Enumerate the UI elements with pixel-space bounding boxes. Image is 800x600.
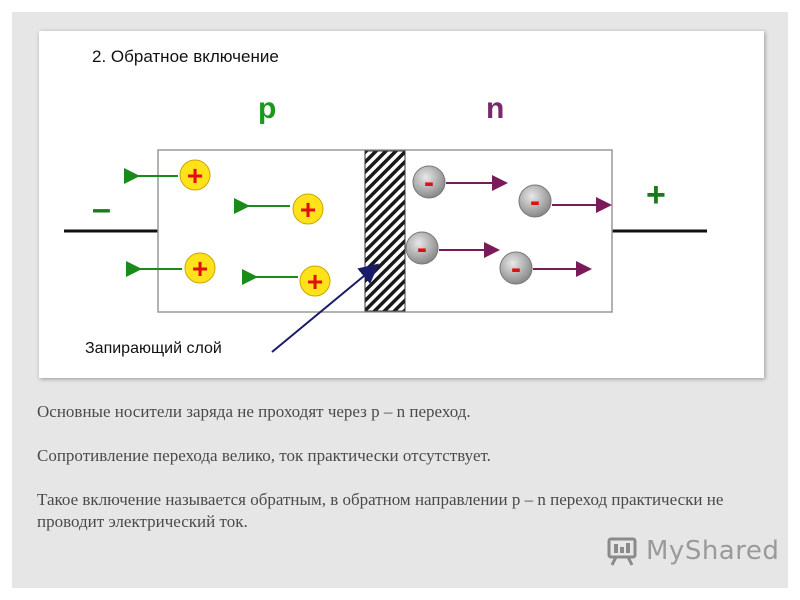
watermark: MyShared (606, 536, 779, 566)
blocking-layer-label: Запирающий слой (85, 340, 222, 357)
explanation-line-1: Основные носители заряда не проходят чер… (37, 402, 471, 421)
hole-carrier (242, 265, 331, 297)
hole-sign: + (300, 194, 316, 225)
electron-carrier (499, 251, 592, 285)
negative-terminal-sign: – (92, 190, 111, 228)
hole-carrier (126, 252, 216, 284)
hole-carrier (124, 159, 211, 191)
electron-sign: - (417, 232, 427, 265)
hole-sign: + (192, 253, 208, 284)
watermark-text: MyShared (646, 536, 780, 566)
depletion-layer (364, 150, 406, 312)
hole-sign: + (187, 160, 203, 191)
explanation-text: Основные носители заряда не проходят чер… (37, 401, 737, 533)
hole-sign: + (307, 266, 323, 297)
positive-terminal-sign: + (646, 176, 666, 214)
electron-sign: - (511, 252, 521, 285)
electron-carrier (405, 231, 500, 265)
p-region-label: p (258, 92, 277, 125)
presentation-board-icon (607, 537, 637, 566)
hole-carrier (234, 193, 324, 225)
layer-pointer-arrow (271, 263, 380, 353)
explanation-line-2: Сопротивление перехода велико, ток практ… (37, 446, 491, 465)
diagram-title: 2. Обратное включение (92, 47, 279, 66)
n-region-label: n (486, 92, 505, 125)
electron-sign: - (530, 185, 540, 218)
explanation-line-3: Такое включение называется обратным, в о… (37, 490, 724, 531)
electron-sign: - (424, 166, 434, 199)
electron-carrier (518, 184, 612, 218)
electron-carrier (412, 165, 508, 199)
